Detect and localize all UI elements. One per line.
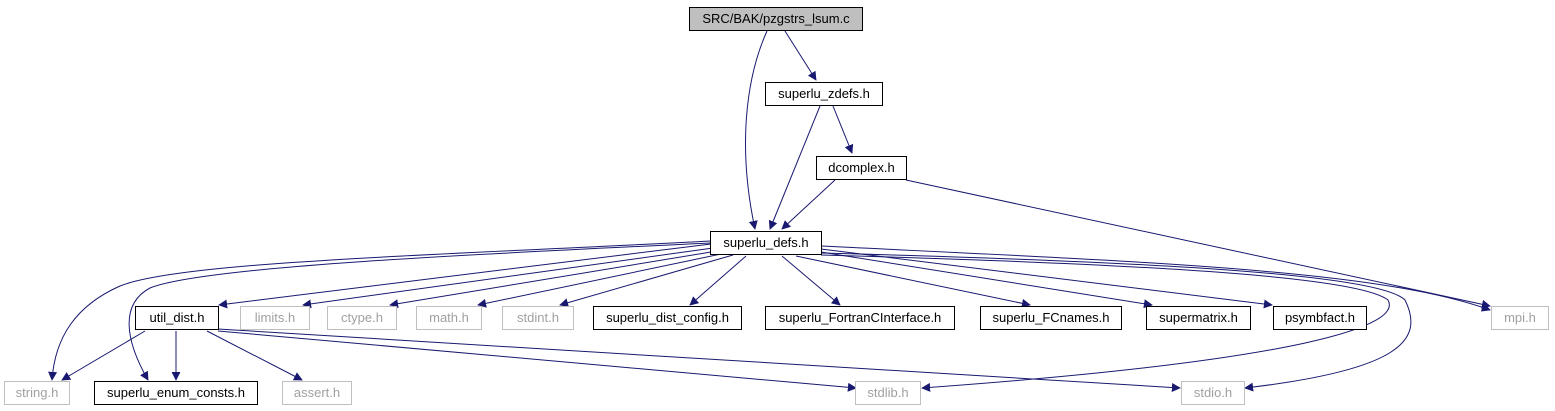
edge-dcomplex-mpi [905, 179, 1491, 309]
edge-defs-supermatrix [820, 251, 1153, 309]
edge-zdefs-dcomplex [832, 105, 854, 154]
edge-defs-fcnames [795, 255, 1031, 308]
edge-defs-ctype [389, 250, 718, 309]
edge-root-zdefs [784, 30, 817, 81]
edge-defs-util-dist [218, 243, 712, 309]
edge-defs-fortran [781, 255, 841, 306]
edge-defs-dist-config [689, 255, 747, 306]
node-math-h: math.h [416, 306, 482, 330]
node-ctype-h: ctype.h [327, 306, 397, 330]
edge-util-dist-stdlib [217, 330, 857, 392]
edge-defs-string [48, 240, 712, 381]
node-mpi-h: mpi.h [1491, 306, 1549, 330]
node-superlu-dist-config-h[interactable]: superlu_dist_config.h [593, 306, 742, 330]
edge-util-dist-string [61, 330, 146, 381]
node-stdlib-h: stdlib.h [855, 381, 921, 405]
node-superlu-zdefs-h[interactable]: superlu_zdefs.h [765, 82, 883, 106]
node-pzgstrs-lsum-c[interactable]: SRC/BAK/pzgstrs_lsum.c [689, 7, 863, 31]
edge-defs-stdint [559, 254, 734, 308]
node-assert-h: assert.h [282, 381, 352, 405]
edge-defs-stdio [820, 252, 1412, 392]
edge-defs-mpi [820, 245, 1491, 312]
node-util-dist-h[interactable]: util_dist.h [135, 306, 219, 330]
node-superlu-defs-h[interactable]: superlu_defs.h [710, 231, 822, 255]
node-supermatrix-h[interactable]: supermatrix.h [1146, 306, 1251, 330]
edge-util-dist-stdio [217, 328, 1181, 392]
edge-defs-limits [302, 247, 714, 309]
node-dcomplex-h[interactable]: dcomplex.h [816, 156, 907, 180]
edge-defs-stdlib [820, 254, 1390, 392]
edge-defs-enum-consts [128, 242, 712, 381]
edge-defs-math [477, 253, 722, 308]
node-superlu-fcnames-h[interactable]: superlu_FCnames.h [980, 306, 1122, 330]
edge-root-defs [745, 30, 768, 230]
node-superlu-enum-consts-h[interactable]: superlu_enum_consts.h [94, 381, 258, 405]
node-psymbfact-h[interactable]: psymbfact.h [1273, 306, 1367, 330]
edge-defs-psymbfact [820, 248, 1273, 309]
node-string-h: string.h [4, 381, 70, 405]
edge-dcomplex-defs [781, 179, 836, 230]
node-stdio-h: stdio.h [1181, 381, 1245, 405]
node-superlu-fortrancinterface-h[interactable]: superlu_FortranCInterface.h [765, 306, 955, 330]
edge-zdefs-defs [768, 105, 821, 230]
node-stdint-h: stdint.h [502, 306, 574, 330]
edge-util-dist-assert [206, 330, 303, 381]
node-limits-h: limits.h [240, 306, 310, 330]
